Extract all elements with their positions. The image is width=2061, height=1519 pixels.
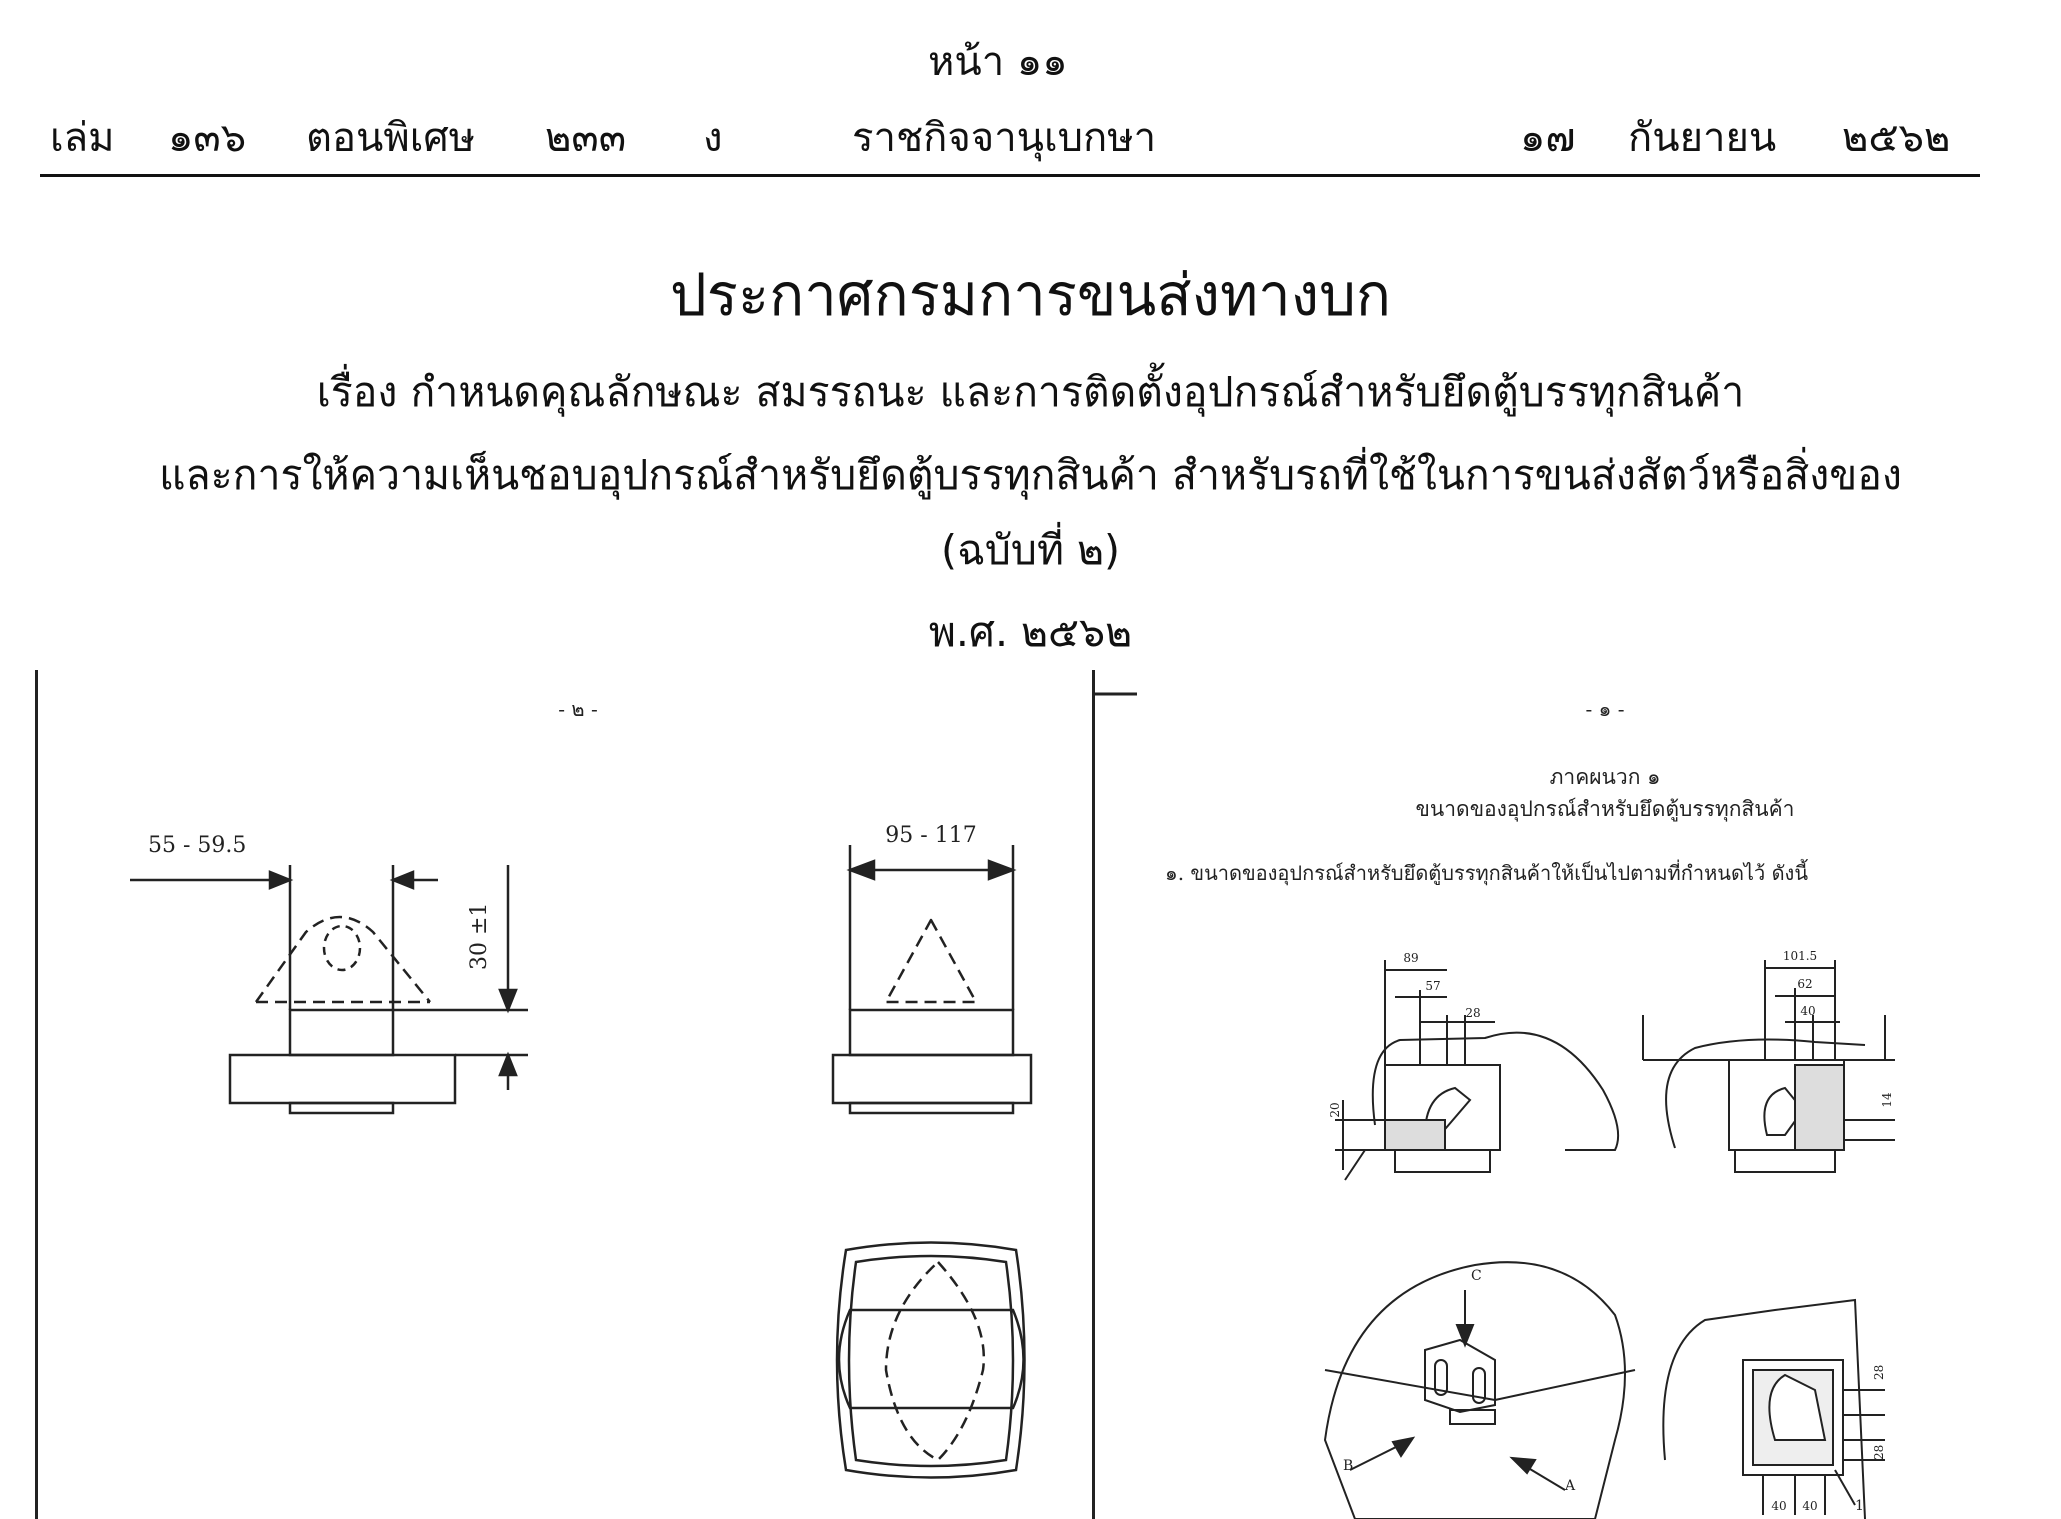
dim-height-label: 30 ±1 — [467, 903, 492, 970]
side-profile-drawing — [130, 865, 528, 1115]
edition-label: (ฉบับที่ ๒) — [940, 526, 1121, 574]
top-view-drawing — [835, 1241, 1026, 1479]
right-scan-page: - ๑ - ภาคผนวก ๑ ขนาดของอุปกรณ์สำหรับยึดต… — [1092, 670, 2055, 1519]
section-number: ๒๓๓ — [545, 115, 627, 161]
right-drawings: - ๑ - ภาคผนวก ๑ ขนาดของอุปกรณ์สำหรับยึดต… — [1095, 692, 1895, 1519]
dim-bottom-2: 40 — [1771, 1499, 1786, 1513]
announcement-title: ประกาศกรมการขนส่งทางบก — [669, 261, 1392, 329]
dim-bottom-0: 28 — [1872, 1365, 1886, 1380]
item-1-text: ๑. ขนาดของอุปกรณ์สำหรับยึดตู้บรรทุกสินค้… — [1165, 859, 1808, 886]
page-number: หน้า ๑๑ — [928, 39, 1068, 85]
announcement-year: พ.ศ. ๒๕๖๒ — [928, 608, 1133, 656]
appendix-subtitle: ขนาดของอุปกรณ์สำหรับยึดตู้บรรทุกสินค้า — [1416, 797, 1795, 822]
dim-right-1: 62 — [1797, 977, 1812, 991]
dim-right-0: 101.5 — [1783, 949, 1817, 963]
lock-drawing-left — [1335, 960, 1620, 1181]
header-rule — [40, 174, 1980, 177]
dim-width-a-label: 55 - 59.5 — [148, 833, 246, 858]
dim-bottom-3: 40 — [1802, 1499, 1817, 1513]
dim-right-2: 40 — [1800, 1004, 1815, 1018]
label-b: B — [1343, 1458, 1353, 1474]
section-view — [1662, 1298, 1885, 1519]
left-page-mark: - ๒ - — [558, 697, 597, 721]
dim-width-b-label: 95 - 117 — [885, 823, 976, 848]
label-a: A — [1564, 1478, 1576, 1494]
section-letter: ง — [703, 115, 723, 161]
volume-label: เล่ม — [50, 115, 115, 161]
right-page-mark: - ๑ - — [1586, 697, 1625, 721]
volume-number: ๑๓๖ — [168, 115, 247, 161]
label-1: 1 — [1855, 1498, 1864, 1514]
labels-group: C B A 1 — [1343, 1268, 1864, 1514]
left-scan-page: - ๒ - 55 - 59.5 30 ±1 — [35, 670, 1088, 1519]
gazette-name: ราชกิจจานุเบกษา — [852, 115, 1157, 161]
dim-left-0: 89 — [1403, 951, 1418, 965]
lock-drawing-right — [1642, 960, 1895, 1173]
date-month: กันยายน — [1628, 115, 1777, 161]
date-day: ๑๗ — [1520, 115, 1576, 161]
dim-left-2: 28 — [1465, 1006, 1480, 1020]
dim-right-3: 14 — [1880, 1092, 1894, 1108]
dim-bottom-1: 28 — [1872, 1445, 1886, 1460]
section-label: ตอนพิเศษ — [306, 115, 476, 161]
date-year: ๒๕๖๒ — [1842, 115, 1951, 161]
front-profile-drawing — [831, 845, 1033, 1115]
dims-bottom-group: 28 28 40 40 — [1771, 1365, 1886, 1513]
subject-line-2: และการให้ความเห็นชอบอุปกรณ์สำหรับยึดตู้บ… — [159, 451, 1902, 499]
dims-left-group: 89 57 28 20 — [1328, 951, 1481, 1118]
left-drawings: - ๒ - 55 - 59.5 30 ±1 — [130, 697, 1033, 1479]
label-c: C — [1471, 1268, 1482, 1284]
dim-left-3: 20 — [1328, 1102, 1342, 1117]
appendix-title: ภาคผนวก ๑ — [1550, 765, 1661, 789]
subject-line-1: เรื่อง กำหนดคุณลักษณะ สมรรถนะ และการติดต… — [316, 368, 1745, 416]
dims-right-group: 101.5 62 40 14 — [1783, 949, 1894, 1108]
dim-left-1: 57 — [1425, 979, 1440, 993]
corner-casting-view — [1323, 1261, 1636, 1519]
